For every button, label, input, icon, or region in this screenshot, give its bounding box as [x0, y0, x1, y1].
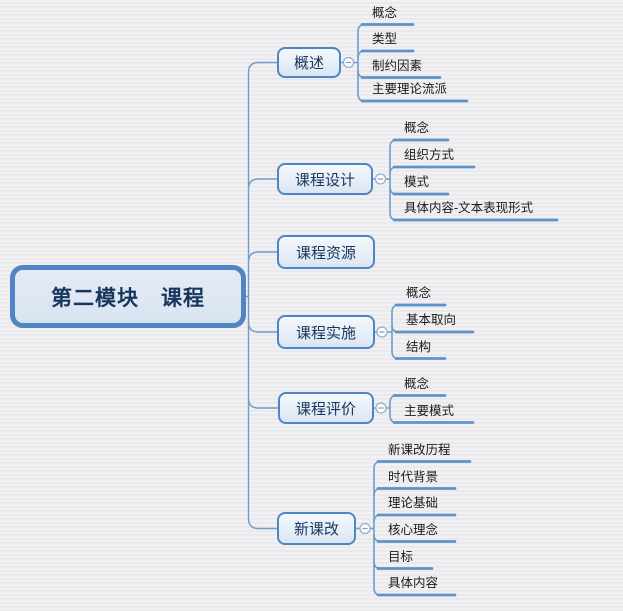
subtopic-label[interactable]: 时代背景	[388, 469, 439, 484]
topic-curriculum-implementation-label: 课程实施	[295, 324, 356, 342]
subtopic-label[interactable]: 概念	[372, 5, 398, 20]
topic-curriculum-evaluation-label: 课程评价	[295, 400, 356, 418]
topic-curriculum-design-label: 课程设计	[294, 171, 355, 189]
branch-connector	[247, 251, 277, 263]
root-topic-label: 第二模块 课程	[51, 284, 205, 310]
subtopic-label[interactable]: 类型	[372, 32, 398, 46]
topic-curriculum-design[interactable]: 课程设计	[277, 163, 373, 195]
subtopic-label[interactable]: 目标	[388, 549, 414, 564]
trunk-connector	[247, 61, 277, 530]
subtopic-label[interactable]: 核心理念	[388, 522, 439, 537]
subtopic-label[interactable]: 概念	[404, 376, 430, 391]
collapse-toggle-icon[interactable]	[359, 522, 371, 535]
subtopic-label[interactable]: 组织方式	[404, 148, 455, 162]
subtopic-label[interactable]: 模式	[404, 175, 430, 189]
subtopic-label[interactable]: 主要模式	[404, 403, 455, 418]
leaf-bracket	[373, 460, 382, 596]
topic-overview-label: 概述	[293, 55, 324, 72]
subtopic-label[interactable]: 具体内容	[388, 576, 439, 590]
subtopic-label[interactable]: 理论基础	[388, 496, 439, 510]
topic-curriculum-resources[interactable]: 课程资源	[277, 235, 375, 269]
topic-curriculum-evaluation[interactable]: 课程评价	[278, 392, 374, 424]
topic-overview[interactable]: 概述	[277, 47, 341, 78]
topic-curriculum-implementation[interactable]: 课程实施	[277, 315, 375, 349]
subtopic-label[interactable]: 新课改历程	[388, 442, 451, 457]
collapse-toggle-icon[interactable]	[376, 326, 388, 338]
topic-curriculum-resources-label: 课程资源	[295, 244, 356, 262]
subtopic-label[interactable]: 概念	[404, 121, 430, 135]
leaf-bracket	[357, 23, 366, 102]
subtopic-label[interactable]: 具体内容-文本表现形式	[404, 201, 534, 215]
topic-new-curriculum-reform[interactable]: 新课改	[277, 512, 356, 545]
subtopic-label[interactable]: 概念	[406, 286, 432, 300]
subtopic-label[interactable]: 主要理论流派	[372, 82, 448, 96]
subtopic-label[interactable]: 制约因素	[372, 58, 423, 73]
leaf-bracket	[389, 139, 398, 221]
topic-new-curriculum-reform-label: 新课改	[293, 521, 339, 538]
subtopic-label[interactable]: 结构	[406, 339, 432, 354]
collapse-toggle-icon[interactable]	[342, 56, 355, 69]
collapse-toggle-icon[interactable]	[375, 402, 387, 414]
root-topic[interactable]: 第二模块 课程	[10, 265, 246, 328]
branch-connector	[247, 397, 278, 409]
leaf-bracket	[389, 394, 398, 424]
collapse-toggle-icon[interactable]	[374, 173, 387, 185]
subtopic-label[interactable]: 基本取向	[406, 313, 457, 327]
branch-connector	[247, 321, 277, 333]
branch-connector	[247, 178, 277, 190]
